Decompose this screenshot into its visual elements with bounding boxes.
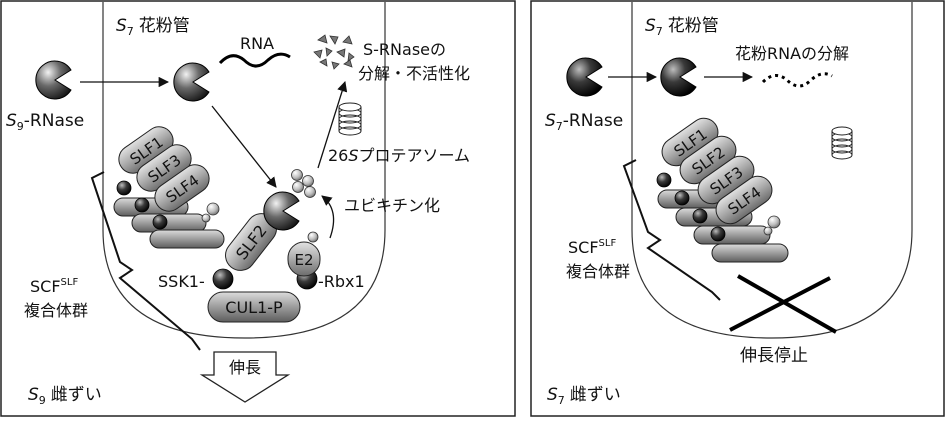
pollen-tube-outline [102,2,386,339]
scf-label-line2: 複合体群 [566,262,630,281]
left-panel-frame [0,0,516,417]
proteasome-label: 26Sプロテアソーム [328,146,470,165]
binding-arrow [211,105,277,188]
ubiquitination-arrow [321,195,335,239]
ubiquitination-label: ユビキチン化 [344,196,440,215]
bound-s9-rnase [263,191,300,231]
rna-label: RNA [240,34,274,53]
proteasome-icon [338,102,362,136]
cul1-protein [207,291,301,323]
e2-protein: E2 [287,231,321,277]
s9-rnase-inside [173,62,210,102]
svg-text:E2: E2 [294,251,313,269]
pollen-tube-outline [631,2,913,339]
svg-text:CUL1-P: CUL1-P [225,298,283,317]
growth-arrest-cross [729,274,837,334]
growth-arrow: 伸長 [199,351,291,403]
ubiquitin-chain [291,169,316,198]
rna-strand [218,52,291,68]
degradation-label-1: S-RNaseの [363,40,446,59]
s7-rnase-label: S7-RNase [545,111,623,133]
scf-label: SCFSLF [568,238,616,257]
slf-stack-left: SLF1 SLF3 SLF4 [113,126,225,249]
rbx1-label: -Rbx1 [318,272,365,291]
scf-label-line2: 複合体群 [24,301,88,320]
scf-label: SCFSLF [30,277,78,296]
s7-rnase-outside [566,57,603,97]
scf-bracket [90,171,201,351]
arrest-label: 伸長停止 [740,346,808,366]
s7-rnase-inside [660,57,697,97]
proteasome-icon [831,126,853,160]
degradation-arrow [317,81,348,169]
degradation-label-2: 分解・不活性化 [358,64,470,83]
rna-degradation-label: 花粉RNAの分解 [735,44,849,63]
scf-bracket [622,159,721,301]
slf-stack-right: SLF1 SLF2 SLF3 SLF4 [656,117,789,263]
ssk1-protein [212,268,234,290]
svg-text:伸長: 伸長 [229,358,261,377]
s9-rnase-label: S9-RNase [6,111,84,133]
s9-rnase-outside [35,60,72,100]
ssk1-label: SSK1- [158,272,205,291]
scf-complex: CUL1-P SSK1- -Rbx1 E2 SLF2 [158,191,365,323]
degraded-rnase-fragments [313,34,355,70]
